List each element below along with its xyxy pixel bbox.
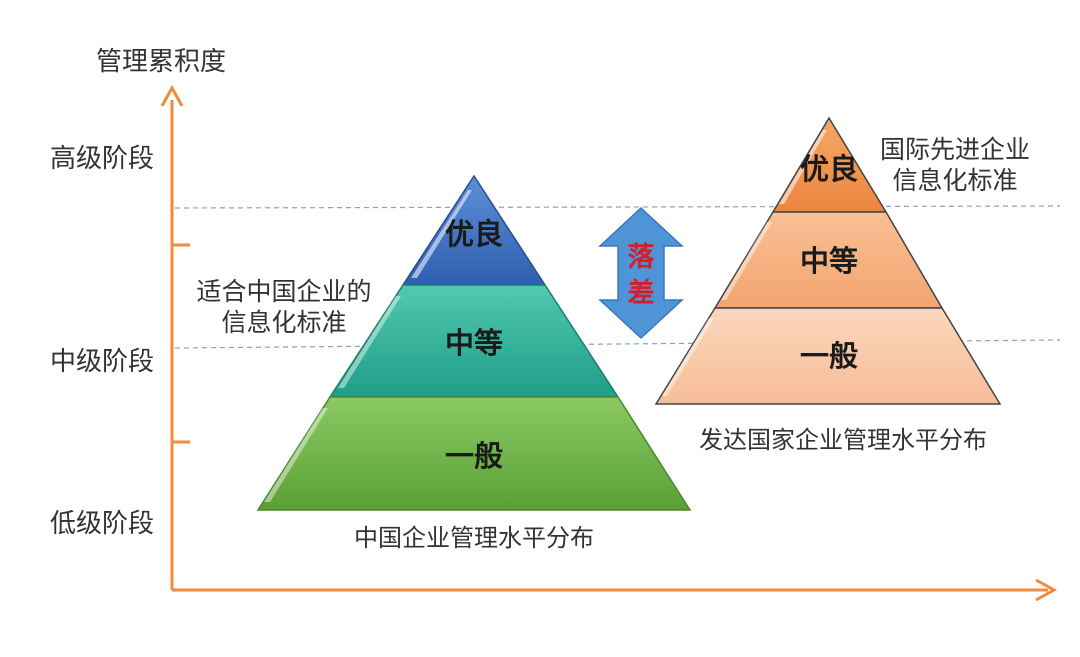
- developed-tier-bottom: [654, 307, 1002, 405]
- developed-highlight: [779, 130, 827, 204]
- developed-note-line1: 国际先进企业: [880, 135, 1030, 164]
- developed-highlight: [721, 222, 772, 300]
- developed-pyramid: 优良 中等 一般: [654, 116, 1002, 405]
- china-highlight: [411, 190, 472, 278]
- level-label-mid: 中级阶段: [50, 347, 154, 377]
- china-tier-bottom-label: 一般: [445, 439, 503, 473]
- developed-tier-middle-label: 中等: [800, 244, 858, 278]
- china-highlight: [338, 296, 401, 388]
- gap-double-arrow-icon: [598, 206, 684, 340]
- y-axis: [160, 84, 190, 590]
- y-axis-title: 管理累积度: [96, 47, 226, 77]
- level-label-low: 低级阶段: [50, 509, 154, 539]
- developed-highlight: [662, 318, 714, 396]
- developed-note-line2: 信息化标准: [892, 166, 1017, 195]
- dashed-guide-upper: [174, 205, 1061, 209]
- x-axis: [172, 578, 1058, 602]
- china-pyramid: 优良 中等 一般: [256, 174, 692, 511]
- x-axis-arrow-icon: [1035, 578, 1058, 602]
- china-note-line2: 信息化标准: [221, 308, 346, 337]
- china-highlight: [264, 408, 328, 502]
- level-label-high: 高级阶段: [50, 144, 154, 174]
- china-tier-top-label: 优良: [445, 217, 503, 251]
- developed-caption: 发达国家企业管理水平分布: [699, 426, 987, 454]
- developed-tier-top-label: 优良: [800, 152, 858, 186]
- china-tier-bottom: [256, 396, 692, 511]
- gap-label-char1: 落: [628, 242, 656, 273]
- china-note-line1: 适合中国企业的: [196, 277, 371, 306]
- china-tier-middle-label: 中等: [445, 326, 503, 360]
- gap-label-char2: 差: [628, 277, 655, 309]
- china-caption: 中国企业管理水平分布: [354, 524, 594, 552]
- developed-tier-bottom-label: 一般: [800, 339, 858, 373]
- y-axis-arrow-icon: [160, 84, 184, 107]
- dashed-guide-middle: [174, 339, 1061, 349]
